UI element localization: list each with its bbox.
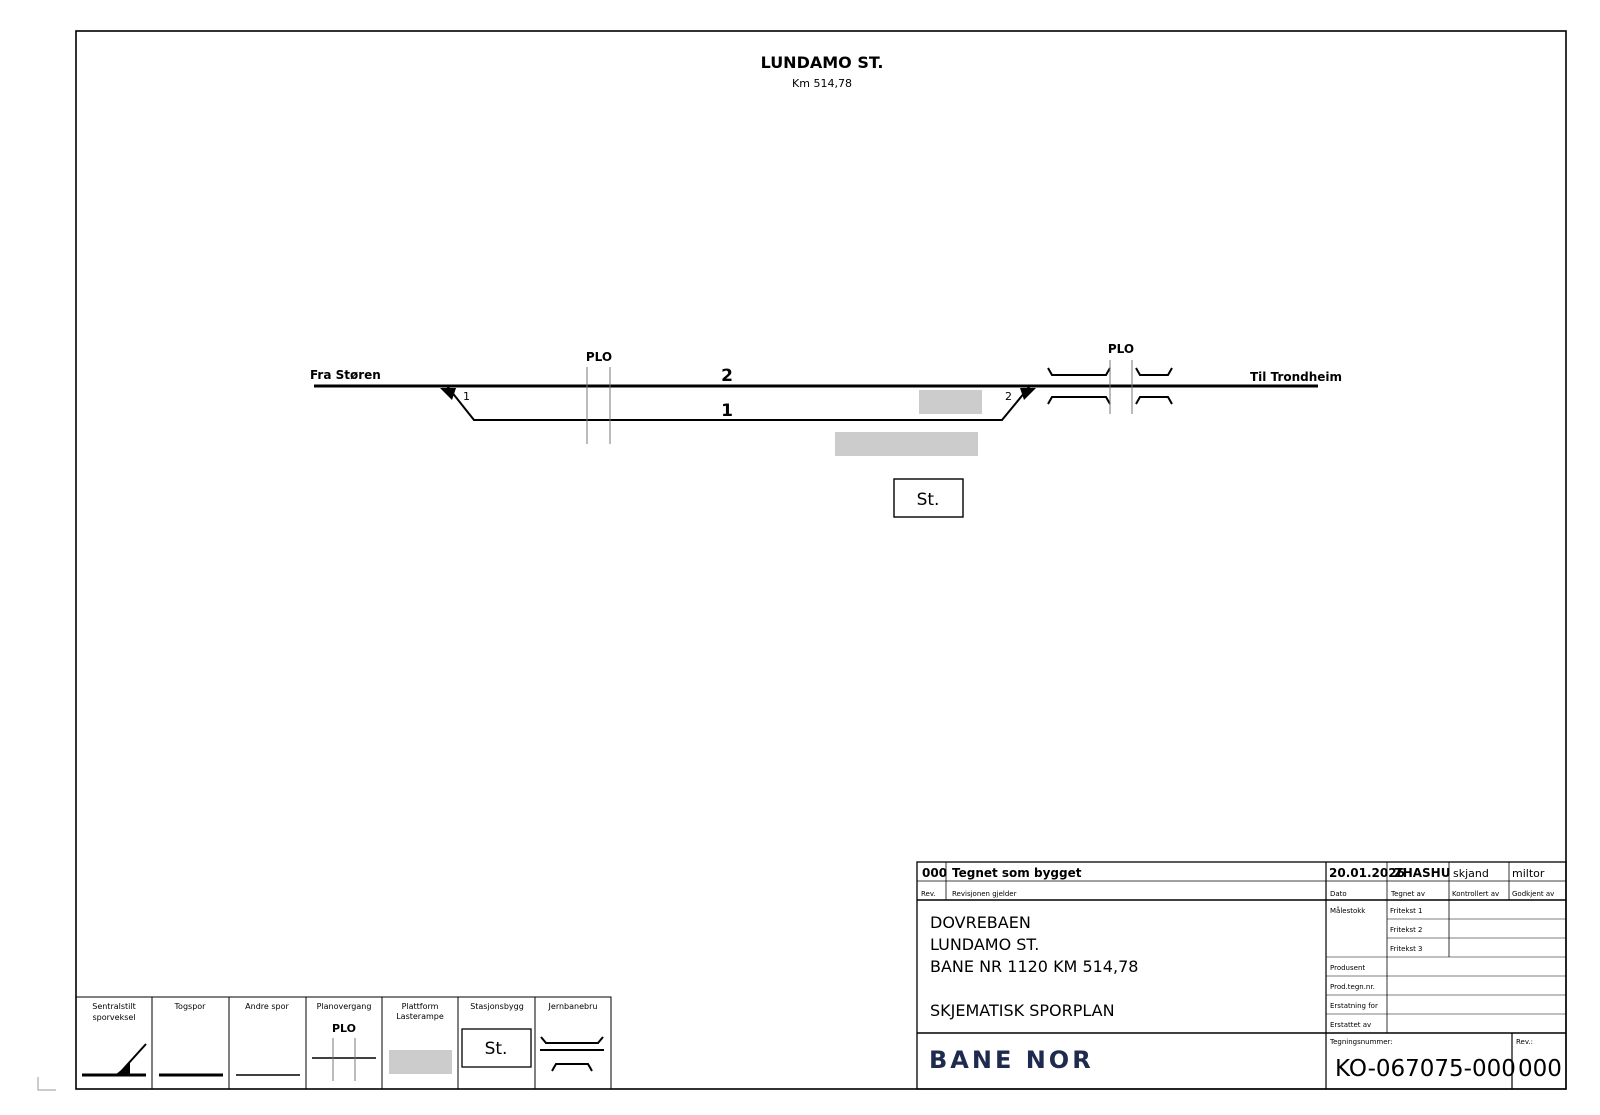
platform-track-2 (919, 390, 982, 414)
bridge-bottom-left (1047, 396, 1111, 405)
legend-switch-triangle (115, 1063, 130, 1075)
to-label: Til Trondheim (1250, 370, 1342, 384)
station-building (893, 478, 964, 518)
title-block: 000 Tegnet som bygget 20.01.2026 ZHASHU … (916, 861, 1567, 1090)
switch-2-label: 2 (1005, 390, 1012, 403)
project-line-2: LUNDAMO ST. (930, 935, 1039, 954)
drawing-number: KO-067075-000 (1335, 1056, 1516, 1082)
legend-label-station: Stasjonsbygg (470, 1002, 524, 1011)
rev-number: 000 (1518, 1056, 1562, 1082)
legend-bridge-bottom (551, 1063, 593, 1072)
free-text-1: Fritekst 1 (1390, 907, 1423, 915)
legend-label-platform: Plattform (402, 1002, 439, 1011)
legend-label-switch: Sentralstilt (92, 1002, 136, 1011)
label-checked: Kontrollert av (1452, 890, 1499, 898)
label-producer: Produsent (1330, 964, 1365, 972)
label-rev-desc: Revisjonen gjelder (952, 890, 1017, 898)
project-line-4: SKJEMATISK SPORPLAN (930, 1001, 1115, 1020)
rev-value: 000 (922, 866, 947, 880)
switch-2-symbol (1020, 388, 1036, 400)
station-building-label: St. (917, 490, 940, 510)
label-date: Dato (1330, 890, 1347, 898)
legend-platform-symbol (389, 1050, 452, 1074)
plo-right-label: PLO (1108, 342, 1134, 356)
rev-description: Tegnet som bygget (952, 866, 1082, 880)
legend-station-label: St. (485, 1039, 508, 1059)
label-drawn: Tegnet av (1390, 890, 1425, 898)
corner-mark (37, 1077, 56, 1091)
label-prod-no: Prod.tegn.nr. (1330, 983, 1375, 991)
free-text-2: Fritekst 2 (1390, 926, 1423, 934)
legend-label-platform-2: Lasterampe (396, 1012, 444, 1021)
title-block-frame (916, 861, 1567, 1090)
legend-label-train-track: Togspor (174, 1002, 207, 1011)
legend-bridge-top (540, 1036, 604, 1044)
bridge-top-left (1047, 367, 1111, 376)
platform-track-1 (835, 432, 978, 456)
bridge-bottom-right (1135, 396, 1173, 405)
label-approved: Godkjent av (1512, 890, 1554, 898)
drawn-by: ZHASHU (1394, 866, 1450, 880)
from-label: Fra Støren (310, 368, 381, 382)
station-km: Km 514,78 (792, 77, 852, 90)
label-scale: Målestokk (1330, 906, 1366, 915)
legend-label-other-track: Andre spor (245, 1002, 289, 1011)
switch-1-symbol (440, 388, 456, 400)
legend-label-switch-2: sporveksel (92, 1013, 135, 1022)
project-line-1: DOVREBAEN (930, 913, 1031, 932)
sheet-frame (75, 30, 1567, 1090)
project-line-3: BANE NR 1120 KM 514,78 (930, 957, 1138, 976)
plo-left-label: PLO (586, 350, 612, 364)
approved-by: miltor (1512, 867, 1545, 880)
bane-nor-logo: BANE NOR (929, 1046, 1094, 1074)
legend-station-symbol (461, 1028, 532, 1068)
bridge-top-right (1135, 367, 1173, 376)
legend-label-level-crossing: Planovergang (317, 1002, 372, 1011)
legend: Sentralstilt sporveksel Togspor Andre sp… (75, 996, 612, 1090)
legend-label-bridge: Jernbanebru (548, 1002, 598, 1011)
label-rev-2: Rev.: (1516, 1038, 1533, 1046)
rev-date: 20.01.2026 (1329, 866, 1405, 880)
track-2-number: 2 (721, 366, 733, 386)
switch-1-label: 1 (463, 390, 470, 403)
legend-frame (75, 996, 612, 1090)
track-plan: 1 2 Fra Støren Til Trondheim 2 1 PLO PLO… (310, 342, 1342, 518)
label-replaced-by: Erstattet av (1330, 1021, 1371, 1029)
track-1-number: 1 (721, 401, 733, 421)
free-text-3: Fritekst 3 (1390, 945, 1423, 953)
label-replaces: Erstatning for (1330, 1002, 1378, 1010)
label-drawing-number: Tegningsnummer: (1329, 1038, 1393, 1046)
station-title: LUNDAMO ST. (761, 53, 884, 72)
checked-by: skjand (1453, 867, 1489, 880)
legend-plo-label: PLO (332, 1022, 356, 1035)
label-rev: Rev. (921, 890, 936, 898)
track-1-line (446, 385, 1031, 421)
